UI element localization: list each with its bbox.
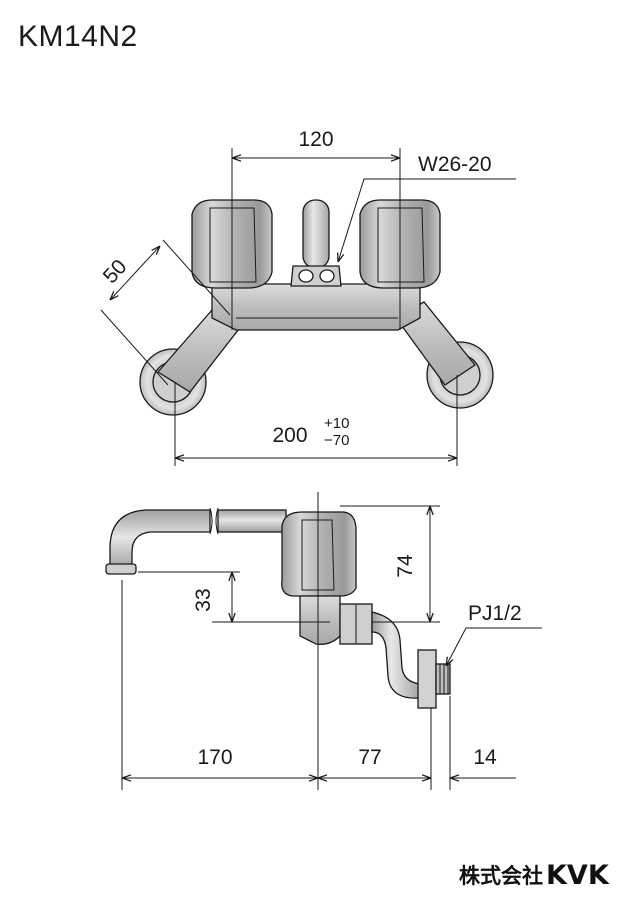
body-bar — [211, 283, 421, 331]
dim-height-label: 74 — [394, 554, 417, 578]
dim-thread-label: W26-20 — [418, 153, 492, 176]
spout-neck — [302, 199, 330, 269]
dim-pipe-thread-label: PJ1/2 — [468, 602, 522, 625]
brand-logo: 株式会社 KVK — [459, 860, 610, 891]
brand-kvk: KVK — [546, 860, 610, 891]
dim-depth-label: 50 — [99, 255, 132, 288]
dim-spout-height-label: 33 — [192, 588, 215, 611]
side-wall-flange — [417, 649, 437, 709]
side-handle-knob — [281, 511, 357, 597]
side-view: 74 33 PJ1/2 170 77 14 — [105, 492, 542, 790]
supply-pipe — [371, 611, 421, 699]
dim-width-tol-minus: −70 — [324, 432, 349, 449]
dim-spout-reach-label: 170 — [197, 746, 232, 769]
brand-company-jp: 株式会社 — [459, 864, 543, 888]
dim-width-tol-plus: +10 — [324, 415, 349, 432]
dim-width-label: 200 — [272, 424, 307, 447]
dim-spacing-label: 120 — [298, 128, 333, 151]
dim-body-depth-label: 77 — [358, 746, 381, 769]
dim-thread-len-label: 14 — [473, 746, 497, 769]
spout-pipe — [109, 509, 211, 571]
spout-tip — [105, 563, 137, 575]
model-number: KM14N2 — [18, 20, 138, 53]
top-view: 120 W26-20 50 200 +10 −70 — [99, 128, 516, 466]
side-body — [299, 595, 341, 645]
